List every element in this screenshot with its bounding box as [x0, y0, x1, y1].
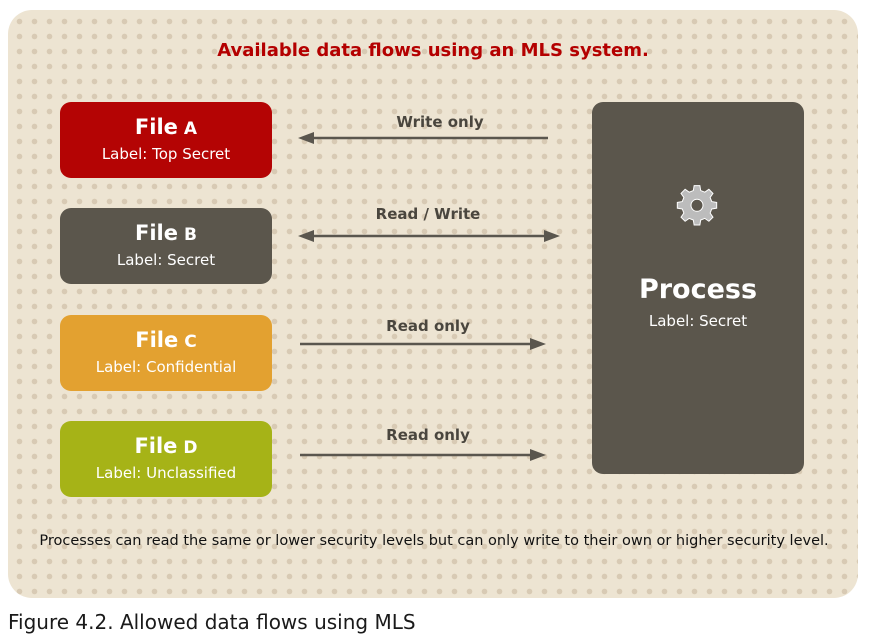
- file-b-letter: B: [184, 225, 197, 245]
- file-a-letter: A: [183, 119, 198, 139]
- file-c-label: Label: Confidential: [95, 358, 237, 376]
- file-d-label: Label: Unclassified: [95, 464, 237, 482]
- file-b-name-text: File: [135, 221, 178, 245]
- flow-d-arrow: [300, 449, 546, 461]
- flow-a-arrow: [298, 132, 548, 144]
- security-note: Processes can read the same or lower sec…: [39, 533, 829, 549]
- file-c-letter: C: [184, 332, 197, 352]
- figure-caption: Figure 4.2. Allowed data flows using MLS: [8, 610, 416, 634]
- flow-b-arrow: [298, 230, 560, 242]
- file-d-name-text: File: [134, 434, 178, 458]
- process-box: Process Label: Secret: [592, 102, 804, 474]
- file-a-name-text: File: [134, 115, 178, 139]
- file-a-label: Label: Top Secret: [101, 145, 231, 163]
- file-b-box: File B Label: Secret: [60, 208, 272, 284]
- gear-icon: [676, 185, 718, 226]
- file-b-name: File B: [60, 220, 272, 248]
- flow-c-label: Read only: [386, 317, 470, 335]
- flow-c-arrow: [300, 338, 546, 350]
- flow-a-label: Write only: [396, 113, 484, 131]
- process-label: Label: Secret: [648, 312, 748, 330]
- process-name: Process: [638, 274, 758, 305]
- file-d-letter: D: [183, 438, 198, 458]
- diagram-panel: Available data flows using an MLS system…: [8, 10, 858, 598]
- flow-d-label: Read only: [386, 426, 470, 444]
- file-c-name-text: File: [135, 328, 179, 352]
- diagram-title: Available data flows using an MLS system…: [217, 40, 649, 61]
- file-b-label: Label: Secret: [116, 251, 216, 269]
- flow-b-label: Read / Write: [375, 205, 481, 223]
- flow-arrows: [298, 132, 560, 461]
